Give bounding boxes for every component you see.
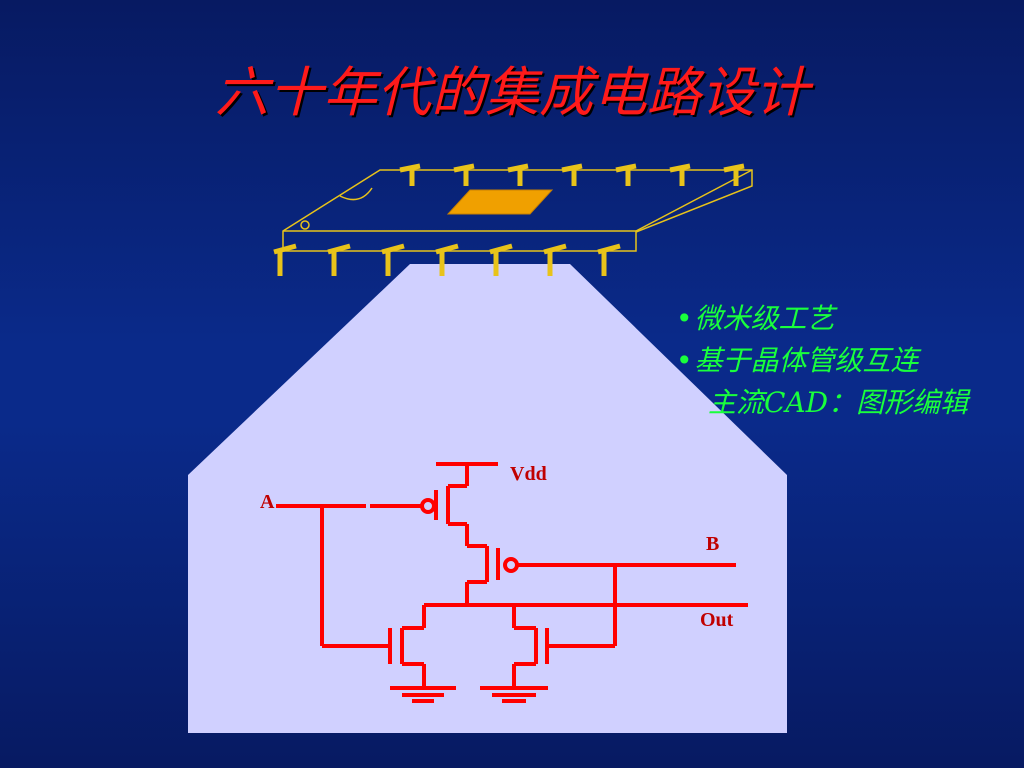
front-pins (273, 243, 621, 276)
nand-schematic (276, 462, 748, 703)
bullet-item: •基于晶体管级互连 (676, 344, 919, 377)
pin1-marker (300, 220, 310, 230)
bullet-item: 主流CAD：图形编辑 (708, 386, 969, 419)
bullet-list: •微米级工艺 •基于晶体管级互连 主流CAD：图形编辑 (676, 298, 1021, 424)
slide-title: 六十年代的集成电路设计 (215, 61, 809, 124)
zoom-panel (188, 264, 787, 733)
output-label: Out (700, 609, 734, 631)
die (446, 189, 554, 215)
ic-package (282, 169, 753, 252)
back-pins (399, 163, 745, 186)
chip-top-face (282, 169, 753, 252)
input-a-label: A (260, 491, 275, 513)
vdd-label: Vdd (510, 463, 547, 485)
input-b-label: B (706, 533, 719, 555)
bullet-item: •微米级工艺 (676, 302, 835, 335)
